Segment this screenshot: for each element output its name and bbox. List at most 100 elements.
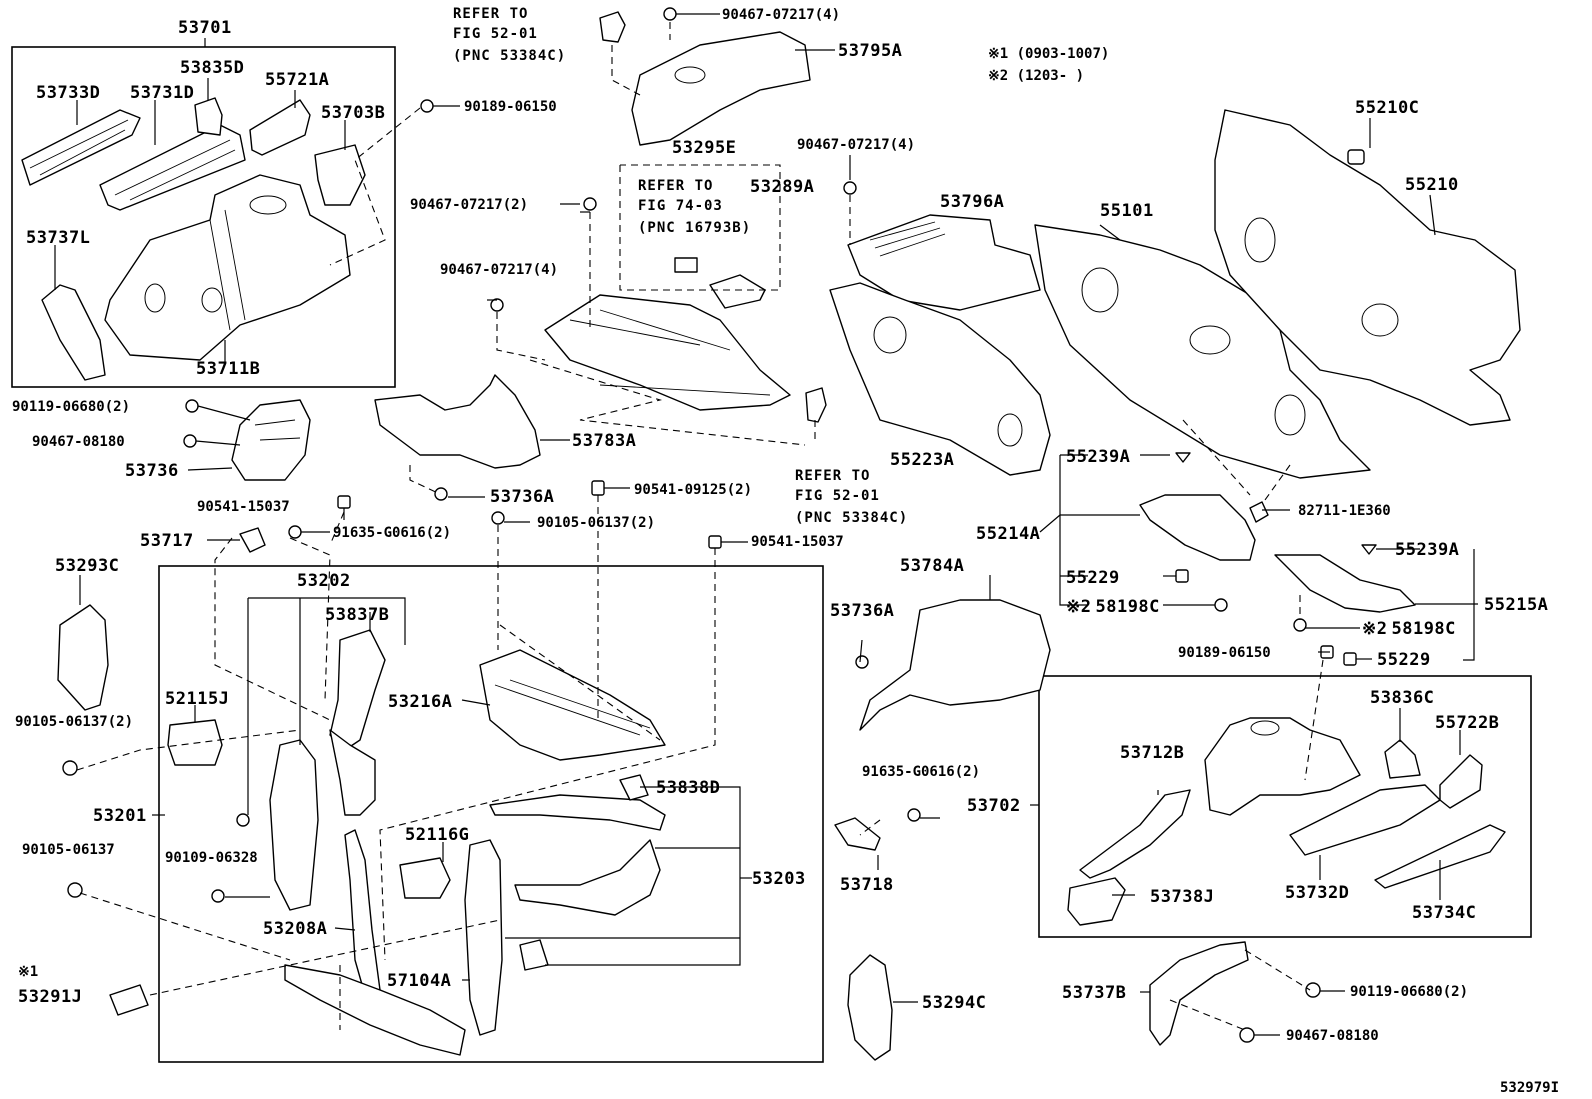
part-label-90119-06680-2-b: 90119-06680(2) (1350, 984, 1468, 1000)
part-label-90467-08180-a: 90467-08180 (32, 434, 125, 450)
part-label-53732d: 53732D (1285, 883, 1349, 903)
part-53203-bracket (514, 839, 661, 916)
note-mark-1: ※1 (18, 964, 38, 980)
part-label-53294c: 53294C (922, 993, 986, 1013)
part-53835d-bracket (194, 97, 223, 136)
part-number-58198c-b: 58198C (1391, 619, 1455, 639)
leader-lines (54, 13, 1478, 1036)
part-label-53712b: 53712B (1120, 743, 1184, 763)
part-53738j (1067, 877, 1126, 926)
part-52115j (167, 719, 223, 766)
part-label-53203: 53203 (752, 869, 806, 889)
refer-1-line2: FIG 52-01 (453, 26, 538, 42)
part-label-53838d: 53838D (656, 778, 720, 798)
group-box-53702 (1038, 675, 1532, 938)
part-label-53737b: 53737B (1062, 983, 1126, 1003)
part-label-53731d: 53731D (130, 83, 194, 103)
part-label-53835d: 53835D (180, 58, 244, 78)
part-53784a (859, 599, 1051, 731)
part-label-53295e: 53295E (672, 138, 736, 158)
refer-2-line3: (PNC 16793B) (638, 220, 751, 236)
part-53703b-bracket (314, 144, 366, 206)
part-label-53293c: 53293C (55, 556, 119, 576)
part-label-53737l: 53737L (26, 228, 90, 248)
part-label-53733d: 53733D (36, 83, 100, 103)
part-label-90541-09125-2: 90541-09125(2) (634, 482, 752, 498)
part-55215a-bracket (1274, 554, 1416, 613)
part-label-52115j: 52115J (165, 689, 229, 709)
refer-2-line2: FIG 74-03 (638, 198, 723, 214)
part-label-90105-06137-2-a: 90105-06137(2) (537, 515, 655, 531)
part-label-53703b: 53703B (321, 103, 385, 123)
part-label-52116g: 52116G (405, 825, 469, 845)
note-1-range: ※1 (0903-1007) (988, 46, 1109, 62)
illustration-code: 532979I (1500, 1080, 1559, 1096)
part-53732d (1289, 784, 1441, 856)
part-55210c-plug (1347, 149, 1365, 165)
part-53203-side-post (464, 839, 503, 1036)
part-label-53201: 53201 (93, 806, 147, 826)
group-box-53701 (11, 46, 396, 388)
note-mark-2-a: ※2 (1066, 597, 1091, 617)
part-55101-dash-panel (1034, 224, 1371, 479)
part-label-90467-07217-4-a: 90467-07217(4) (722, 7, 840, 23)
part-53733d-rail (21, 109, 141, 186)
part-53836c (1384, 739, 1421, 779)
part-53718 (834, 817, 881, 851)
part-53289a (709, 274, 766, 309)
part-label-53289a: 53289A (750, 177, 814, 197)
refer-3-line2: FIG 52-01 (795, 488, 880, 504)
part-label-53795a: 53795A (838, 41, 902, 61)
part-label-55215a: 55215A (1484, 595, 1548, 615)
part-53702-apron (1204, 717, 1361, 816)
part-label-55214a: 55214A (976, 524, 1040, 544)
label-patch-16793b (674, 257, 698, 273)
part-label-53796a: 53796A (940, 192, 1004, 212)
part-53202-post (269, 739, 319, 911)
part-label-90189-06150-b: 90189-06150 (1178, 645, 1271, 661)
part-label-91635-g0616-2-a: 91635-G0616(2) (333, 525, 451, 541)
part-label-53837b: 53837B (325, 605, 389, 625)
part-label-55229-b: 55229 (1377, 650, 1431, 670)
part-label-55223a: 55223A (890, 450, 954, 470)
part-53837b (329, 629, 386, 751)
part-52116g (399, 857, 451, 899)
part-53838d-upper (489, 794, 666, 831)
part-label-90541-15037-b: 90541-15037 (751, 534, 844, 550)
part-53795a-cowl (631, 31, 811, 146)
part-label-53702: 53702 (967, 796, 1021, 816)
part-label-90105-06137: 90105-06137 (22, 842, 115, 858)
part-label-53718: 53718 (840, 875, 894, 895)
part-53736 (231, 399, 311, 481)
part-53737l (41, 284, 106, 381)
part-label-90189-06150-a: 90189-06150 (464, 99, 557, 115)
part-label-55229-a: 55229 (1066, 568, 1120, 588)
part-label-53836c: 53836C (1370, 688, 1434, 708)
refer-1-line1: REFER TO (453, 6, 528, 22)
part-label-53202: 53202 (297, 571, 351, 591)
refer-1-line3: (PNC 53384C) (453, 48, 566, 64)
part-53208a (344, 829, 381, 996)
part-label-55101: 55101 (1100, 201, 1154, 221)
part-label-55239a-b: 55239A (1395, 540, 1459, 560)
part-55721a-bracket (249, 99, 311, 156)
clip-icon-a (599, 11, 626, 43)
note-mark-2-b: ※2 (1362, 619, 1387, 639)
part-label-53784a: 53784A (900, 556, 964, 576)
part-53838d-clip (619, 774, 649, 801)
part-53711b-apron (104, 174, 351, 361)
part-label-55239a-a: 55239A (1066, 447, 1130, 467)
part-label-53783a: 53783A (572, 431, 636, 451)
part-53796a-insulator (847, 214, 1041, 311)
part-53216a (479, 649, 666, 761)
part-label-55721a: 55721A (265, 70, 329, 90)
part-label-90467-07217-4-b: 90467-07217(4) (440, 262, 558, 278)
part-label-91635-g0616-2-b: 91635-G0616(2) (862, 764, 980, 780)
part-label-90467-08180-b: 90467-08180 (1286, 1028, 1379, 1044)
part-55722b (1439, 754, 1483, 809)
part-53737b (1149, 941, 1249, 1046)
part-label-90109-06328: 90109-06328 (165, 850, 258, 866)
part-label-53291j: 53291J (18, 987, 82, 1007)
